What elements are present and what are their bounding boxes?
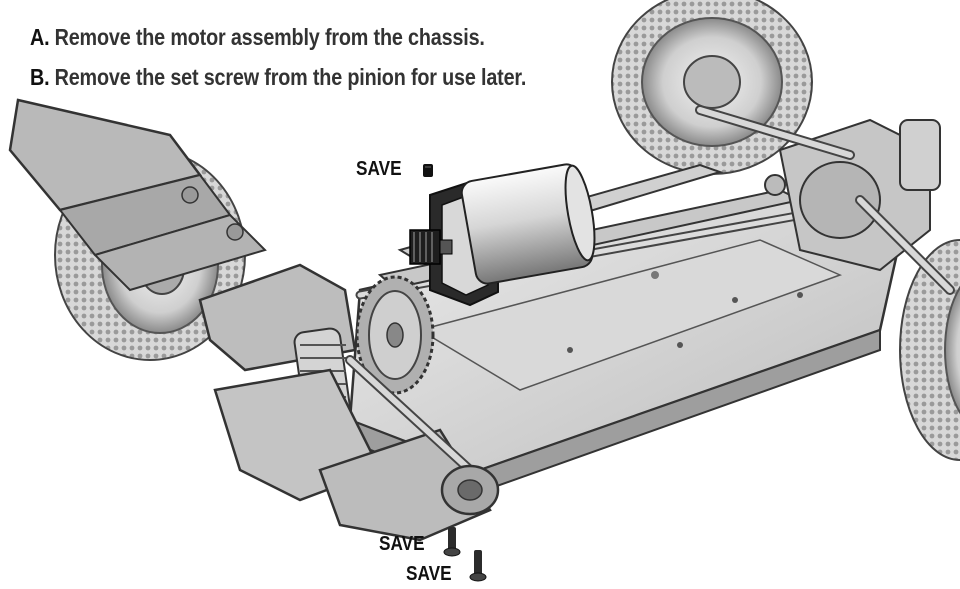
- pinion-gear: [409, 229, 453, 265]
- motor-assembly: [409, 163, 596, 307]
- rear-wing: [8, 98, 357, 372]
- rear-right-tire: [611, 0, 813, 175]
- save-callout-set-screw: SAVE: [356, 158, 402, 180]
- front-bulkhead: [695, 105, 955, 295]
- save-callout-mount-screw-2: SAVE: [406, 563, 452, 585]
- instruction-step-a: A.Remove the motor assembly from the cha…: [30, 24, 485, 51]
- save-callout-mount-screw-1: SAVE: [379, 533, 425, 555]
- set-screw-icon: [423, 164, 433, 177]
- step-a-key: A.: [30, 24, 50, 50]
- instruction-step-b: B.Remove the set screw from the pinion f…: [30, 64, 526, 91]
- step-a-text: Remove the motor assembly from the chass…: [54, 24, 485, 50]
- step-b-key: B.: [30, 64, 50, 90]
- front-right-tire: [899, 239, 960, 461]
- mount-screw-icon-1: [443, 527, 461, 557]
- mount-screw-icon-2: [469, 550, 487, 582]
- spur-gear: [355, 275, 435, 395]
- rear-suspension-arm: [213, 355, 500, 542]
- step-b-text: Remove the set screw from the pinion for…: [54, 64, 527, 90]
